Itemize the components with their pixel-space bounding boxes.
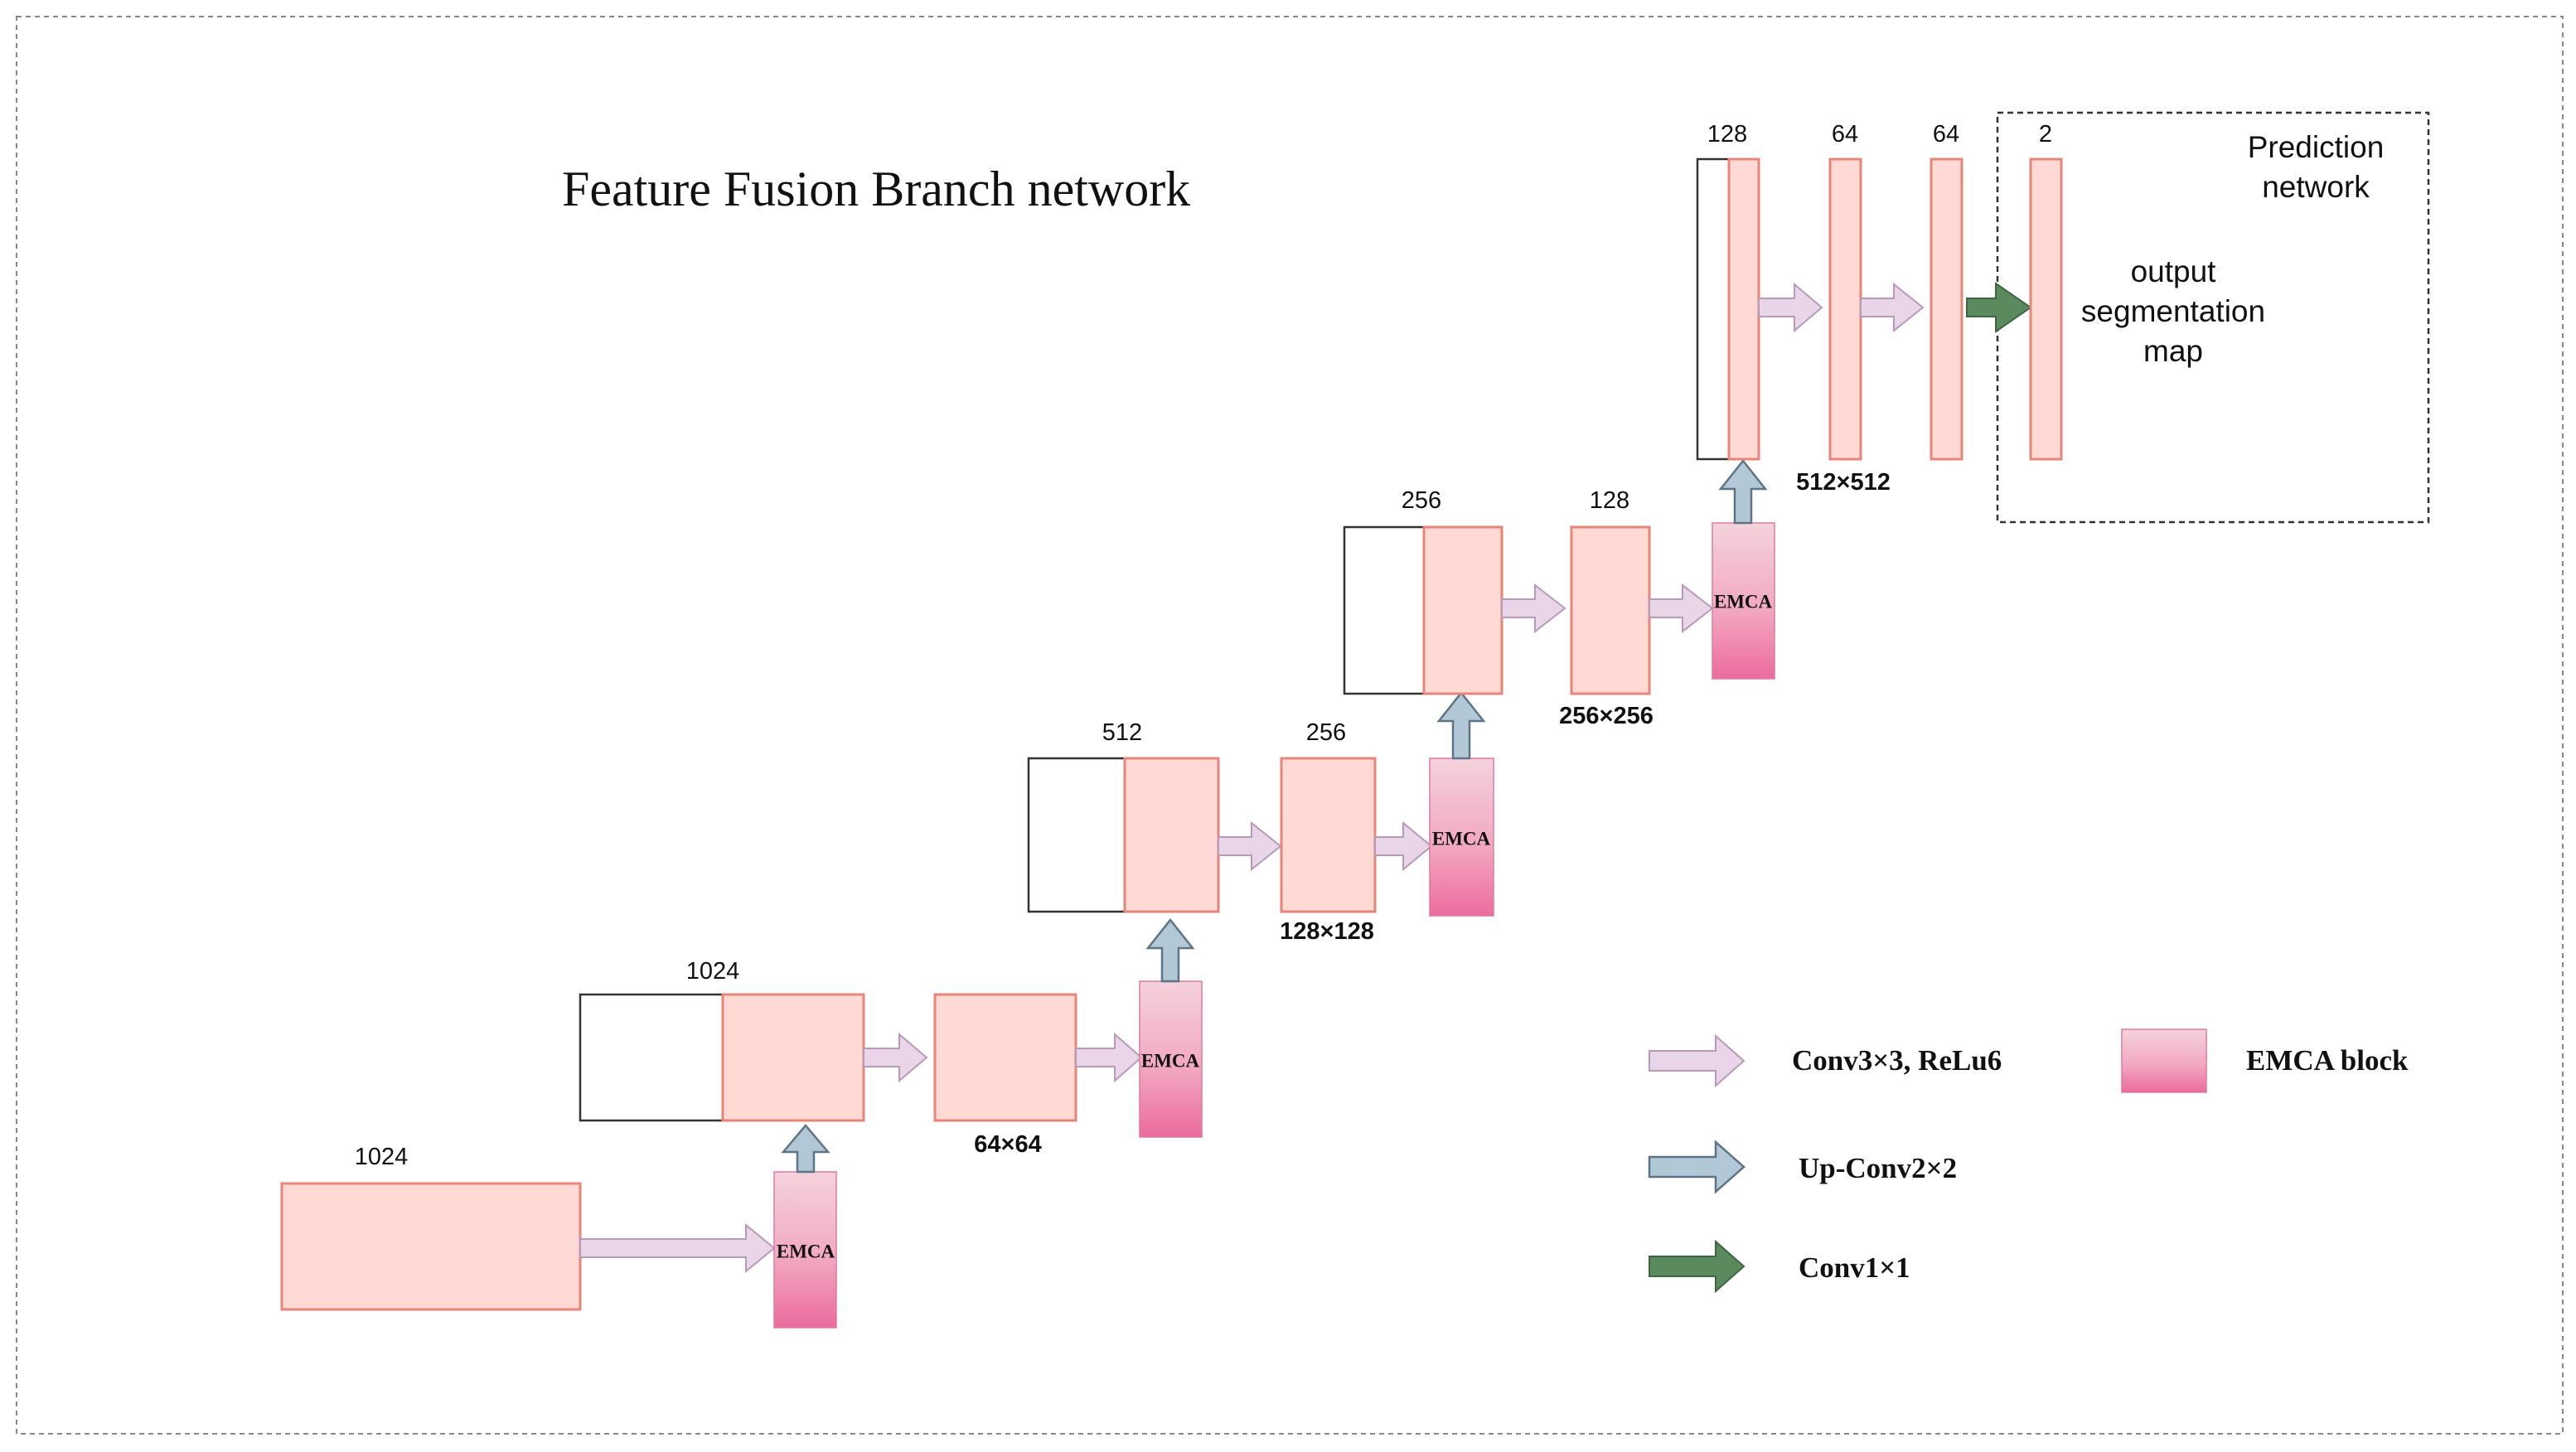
conv-arrow (1758, 282, 1823, 333)
outer-frame (16, 16, 2564, 1435)
channel-label: 64 (1831, 121, 1859, 148)
skip-block (1343, 525, 1426, 695)
channel-label: 2 (2038, 121, 2053, 148)
conv-block (1930, 157, 1963, 461)
conv-block (933, 993, 1077, 1122)
conv-arrow (1075, 1032, 1143, 1083)
size-label: 256×256 (1559, 703, 1654, 729)
output-line: segmentation (2080, 294, 2266, 328)
output-line: output (2130, 254, 2216, 288)
conv-arrow (1501, 583, 1566, 634)
size-label: 512×512 (1796, 469, 1891, 496)
conv1x1-arrow (1966, 282, 2032, 333)
diagram-title: Feature Fusion Branch network (562, 162, 1191, 216)
channel-label: 64 (1932, 121, 1960, 148)
conv-arrow (1374, 820, 1433, 872)
skip-block (1696, 157, 1731, 461)
conv-block (1280, 757, 1377, 913)
legend-upconv-label: Up-Conv2×2 (1799, 1152, 1958, 1184)
output-description: output segmentation map (2081, 252, 2265, 371)
emca-label: EMCA (1713, 591, 1773, 612)
size-label: 128×128 (1280, 918, 1374, 945)
legend-conv1x1-arrow (1649, 1239, 1746, 1294)
up-arrow (1145, 917, 1195, 983)
concat-block (1727, 157, 1760, 461)
skip-block (579, 993, 724, 1122)
channel-label: 1024 (685, 958, 740, 985)
conv-block (1828, 157, 1862, 461)
output-line: map (2143, 334, 2203, 368)
legend-upconv-arrow (1648, 1140, 1746, 1194)
channel-label: 128 (1589, 487, 1630, 514)
channel-label: 256 (1401, 487, 1442, 514)
legend-emca-label: EMCA block (2246, 1044, 2409, 1077)
conv-arrow (863, 1032, 928, 1083)
input-block (280, 1182, 582, 1311)
legend-conv-arrow (1649, 1033, 1746, 1088)
emca-label: EMCA (1431, 828, 1491, 849)
size-label: 64×64 (974, 1131, 1042, 1158)
conv-arrow (1218, 820, 1282, 872)
concat-block (721, 993, 865, 1122)
legend-conv1x1-label: Conv1×1 (1799, 1251, 1910, 1284)
conv-block (1570, 525, 1651, 695)
prediction-title-line: Prediction (2247, 130, 2385, 164)
concat-block (1123, 757, 1220, 913)
prediction-network-title: Prediction network (2248, 128, 2385, 207)
emca-label: EMCA (776, 1241, 835, 1262)
conv-arrow (1860, 282, 1925, 333)
emca-block (1139, 980, 1203, 1138)
skip-block (1027, 757, 1126, 913)
emca-label: EMCA (1140, 1050, 1200, 1072)
emca-block (1712, 522, 1775, 680)
up-arrow (1436, 690, 1486, 760)
channel-label: 1024 (354, 1144, 409, 1170)
concat-block (1422, 525, 1503, 695)
channel-label: 512 (1102, 719, 1143, 746)
legend-conv-label: Conv3×3, ReLu6 (1792, 1044, 2002, 1077)
prediction-title-line: network (2262, 170, 2370, 204)
conv-arrow (1649, 583, 1714, 634)
up-arrow (781, 1124, 830, 1174)
channel-label: 128 (1707, 121, 1748, 148)
up-arrow (1718, 458, 1768, 525)
output-block (2029, 157, 2063, 461)
legend-emca-swatch (2121, 1028, 2207, 1093)
conv-arrow (579, 1222, 776, 1274)
channel-label: 256 (1305, 719, 1347, 746)
